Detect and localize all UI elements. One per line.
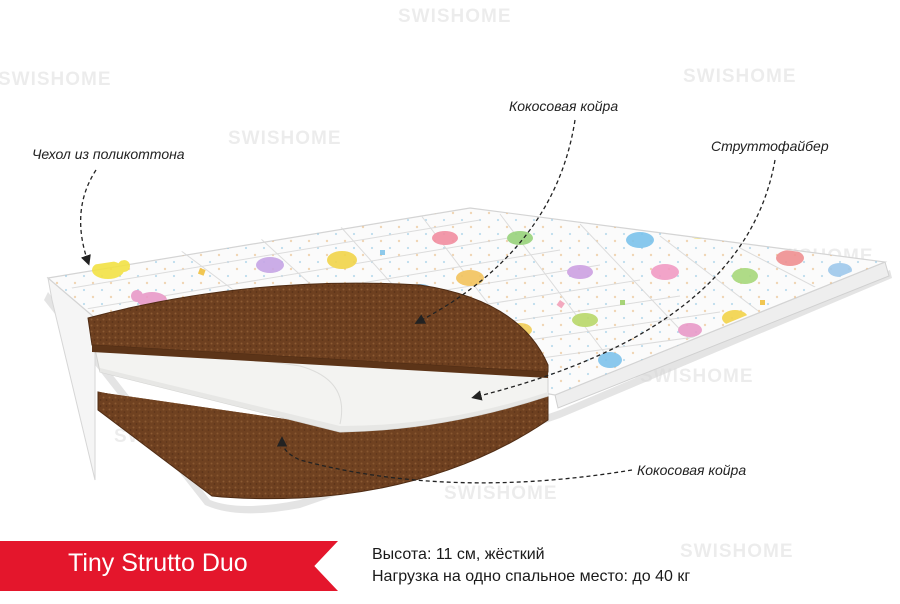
callout-cover: Чехол из поликоттона (32, 146, 185, 162)
layer-coir-top (87, 282, 549, 373)
watermark-logo: SWISHOME (0, 69, 112, 90)
spec-height: Высота: 11 см, жёсткий (372, 546, 545, 563)
watermark-logo: SWISHOME (680, 541, 794, 562)
watermark-logo: SWISHOME (683, 66, 797, 87)
spec-load: Нагрузка на одно спальное место: до 40 к… (372, 568, 691, 585)
product-name: Tiny Strutto Duo (68, 549, 248, 577)
arrow-cover (79, 169, 97, 266)
callout-coir-bottom: Кокосовая койра (637, 462, 747, 478)
watermark-logo: SWISHOME (444, 483, 558, 504)
watermark-logo: SWISHOME (228, 128, 342, 149)
product-ribbon (0, 541, 338, 591)
callout-struttofiber: Струттофайбер (711, 138, 829, 154)
arrow-struttofiber (471, 159, 776, 401)
arrow-coir-top (414, 119, 576, 324)
watermark-logo: SWISHOME (398, 6, 512, 27)
arrow-coir-bottom (276, 436, 633, 484)
callout-coir-top: Кокосовая койра (509, 98, 619, 114)
